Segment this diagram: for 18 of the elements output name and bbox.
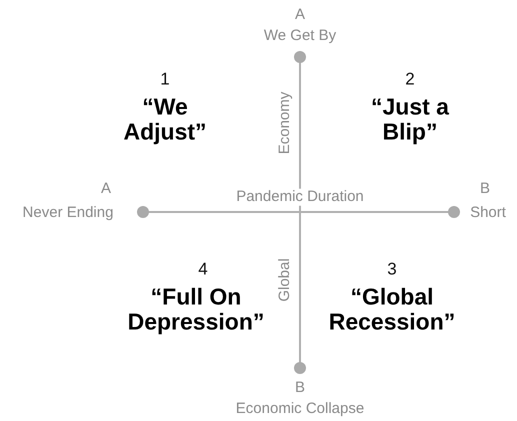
scenario-title: “We Adjust” xyxy=(122,94,208,146)
quadrant-number: 2 xyxy=(405,70,415,90)
axis-end-letter: B xyxy=(480,180,490,198)
axis-title: Economy xyxy=(276,92,294,154)
axis-end-letter: B xyxy=(295,380,305,396)
scenario-title: “Full On Depression” xyxy=(126,284,266,336)
scenario-title: “Global Recession” xyxy=(328,284,456,336)
quadrant-number: 1 xyxy=(160,70,170,90)
quadrant-number: 4 xyxy=(198,260,208,280)
axis-end-label: Economic Collapse xyxy=(236,400,364,418)
axis-end-label: We Get By xyxy=(264,28,336,44)
axis-end-letter: A xyxy=(101,180,111,198)
quadrant-number: 3 xyxy=(387,260,397,280)
axis-end-label: Never Ending xyxy=(22,204,114,222)
axis-end-label: Short xyxy=(470,204,506,222)
axis-end-letter: A xyxy=(295,6,305,24)
scenario-title: “Just a Blip” xyxy=(370,94,450,146)
axis-title: Global xyxy=(276,258,294,302)
